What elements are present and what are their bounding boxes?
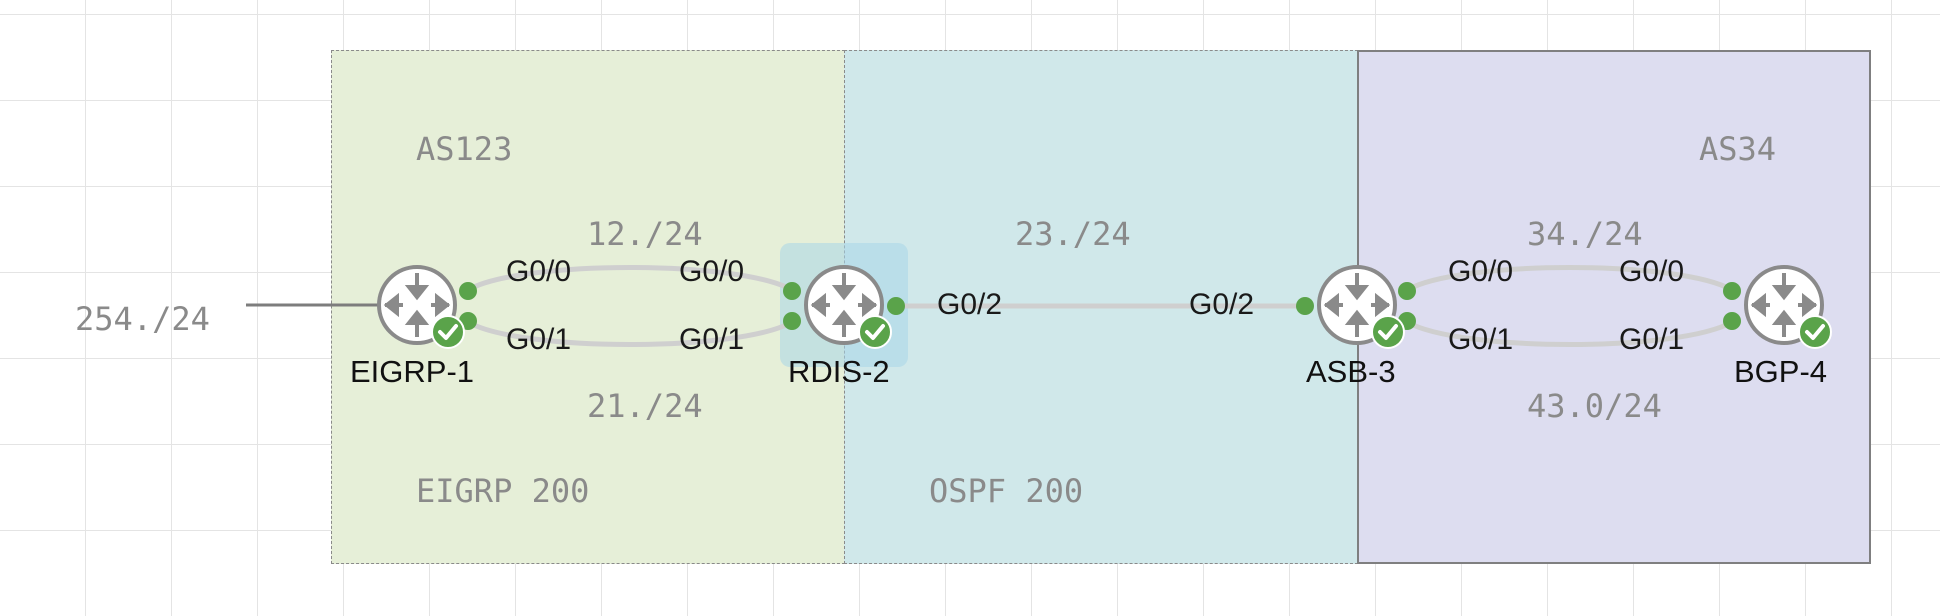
port-r2-g02[interactable] bbox=[887, 297, 905, 315]
ospf-area-label: OSPF 200 bbox=[929, 472, 1084, 510]
port-r3-g02[interactable] bbox=[1296, 297, 1314, 315]
port-r2-g01[interactable] bbox=[783, 312, 801, 330]
port-r3-g00[interactable] bbox=[1398, 282, 1416, 300]
port-r4-g01[interactable] bbox=[1723, 312, 1741, 330]
iface-label-r2-g00: G0/0 bbox=[679, 255, 745, 288]
link-r1-r2-g00[interactable] bbox=[466, 265, 794, 293]
subnet-label-43: 43.0/24 bbox=[1527, 387, 1662, 425]
as34-label: AS34 bbox=[1699, 130, 1777, 168]
iface-label-r4-g01: G0/1 bbox=[1619, 323, 1685, 356]
iface-label-r3-g02: G0/2 bbox=[1189, 288, 1255, 321]
port-r1-g00[interactable] bbox=[459, 282, 477, 300]
as123-label: AS123 bbox=[416, 130, 513, 168]
subnet-label-21: 21./24 bbox=[587, 387, 703, 425]
router-asb-3[interactable] bbox=[1315, 263, 1405, 349]
router-name-eigrp-1: EIGRP-1 bbox=[350, 354, 475, 389]
router-bgp-4[interactable] bbox=[1742, 263, 1832, 349]
iface-label-r3-g01: G0/1 bbox=[1448, 323, 1514, 356]
link-r3-r4-g00[interactable] bbox=[1405, 265, 1734, 293]
iface-label-r4-g00: G0/0 bbox=[1619, 255, 1685, 288]
status-ok-icon bbox=[431, 315, 465, 349]
subnet-label-23: 23./24 bbox=[1015, 215, 1131, 253]
iface-label-r3-g00: G0/0 bbox=[1448, 255, 1514, 288]
status-ok-icon bbox=[1798, 315, 1832, 349]
iface-label-r1-g00: G0/0 bbox=[506, 255, 572, 288]
iface-label-r2-g02: G0/2 bbox=[937, 288, 1003, 321]
iface-label-r2-g01: G0/1 bbox=[679, 323, 745, 356]
router-rdis-2[interactable] bbox=[802, 263, 892, 349]
router-name-bgp-4: BGP-4 bbox=[1734, 354, 1828, 389]
status-ok-icon bbox=[1371, 315, 1405, 349]
router-eigrp-1[interactable] bbox=[375, 263, 465, 349]
router-name-asb-3: ASB-3 bbox=[1306, 354, 1396, 389]
port-r4-g00[interactable] bbox=[1723, 282, 1741, 300]
port-r2-g00[interactable] bbox=[783, 282, 801, 300]
external-subnet-label: 254./24 bbox=[75, 300, 210, 338]
status-ok-icon bbox=[858, 315, 892, 349]
link-r1-r2-g01[interactable] bbox=[466, 319, 794, 347]
link-r3-r4-g01[interactable] bbox=[1405, 319, 1734, 347]
eigrp-area-label: EIGRP 200 bbox=[416, 472, 590, 510]
router-icon bbox=[1317, 265, 1397, 345]
subnet-label-12: 12./24 bbox=[587, 215, 703, 253]
router-name-rdis-2: RDIS-2 bbox=[788, 354, 890, 389]
subnet-label-34: 34./24 bbox=[1527, 215, 1643, 253]
iface-label-r1-g01: G0/1 bbox=[506, 323, 572, 356]
